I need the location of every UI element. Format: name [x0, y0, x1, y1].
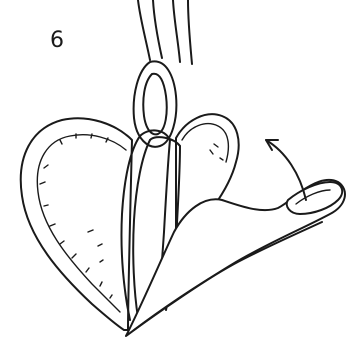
- step-number: 6: [50, 30, 64, 52]
- upper-link: [134, 61, 177, 146]
- heart-front-half: [126, 180, 345, 336]
- chain: [138, 0, 192, 64]
- heart-back-half: [21, 118, 132, 330]
